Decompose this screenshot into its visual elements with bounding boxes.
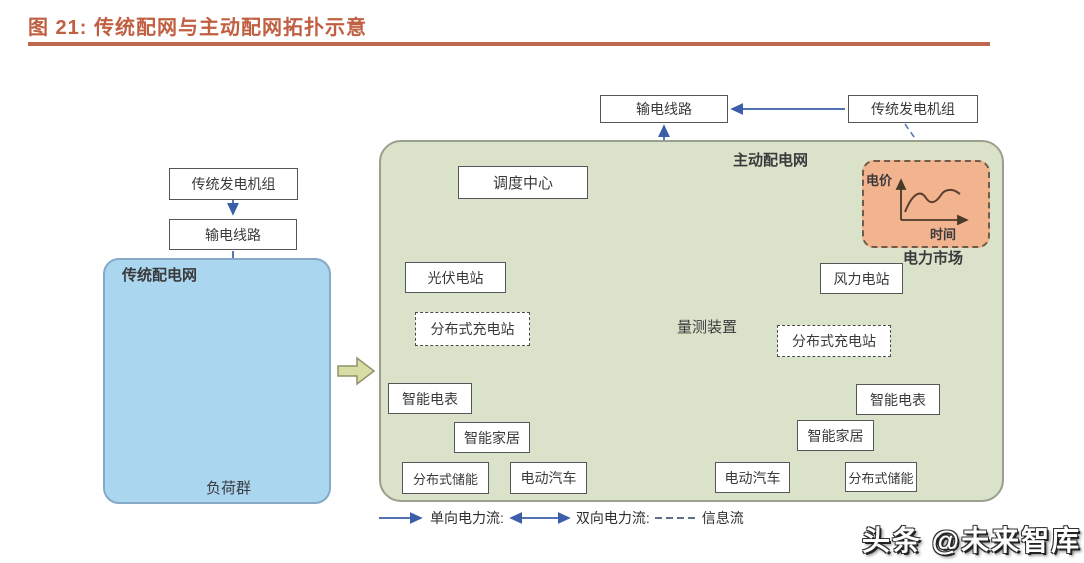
unidirectional-arrow-icon: [379, 512, 423, 524]
node-storage-right: 分布式储能: [845, 462, 917, 492]
traditional-grid-region: [103, 258, 331, 504]
legend: 单向电力流: 双向电力流: 信息流: [377, 508, 744, 528]
market-x-axis-label: 时间: [930, 227, 957, 242]
node-ev-left: 电动汽车: [510, 462, 587, 494]
node-pv-station: 光伏电站: [405, 262, 506, 293]
node-traditional-generator-right: 传统发电机组: [848, 95, 978, 123]
node-storage-left: 分布式储能: [402, 462, 489, 494]
market-y-axis-label: 电价: [866, 173, 893, 188]
node-transmission-line-top: 输电线路: [600, 95, 728, 123]
price-time-chart: [895, 178, 969, 226]
node-traditional-generator-left: 传统发电机组: [169, 168, 298, 200]
legend-unidirectional-label: 单向电力流:: [430, 510, 504, 526]
node-smart-meter-left: 智能电表: [388, 383, 472, 414]
node-smart-meter-right: 智能电表: [856, 384, 940, 415]
info-flow-line-icon: [654, 517, 697, 519]
market-label: 电力市场: [903, 250, 964, 267]
node-dispatch-center: 调度中心: [458, 166, 588, 199]
node-transmission-line-left: 输电线路: [169, 219, 297, 250]
traditional-region-title: 传统配电网: [122, 267, 198, 284]
watermark: 头条 @未来智库: [862, 525, 1082, 556]
title-underline: [28, 42, 990, 46]
node-charging-station-left: 分布式充电站: [415, 312, 530, 346]
bidirectional-arrow-icon: [509, 512, 571, 524]
measurement-device-label: 量测装置: [677, 319, 738, 336]
transition-arrow: [337, 356, 376, 386]
node-wind-station: 风力电站: [820, 263, 903, 294]
node-smart-home-left: 智能家居: [454, 422, 530, 453]
legend-bidirectional-label: 双向电力流:: [575, 510, 650, 526]
node-charging-station-right: 分布式充电站: [777, 325, 891, 357]
active-region-title: 主动配电网: [733, 152, 809, 169]
figure-title: 图 21: 传统配网与主动配网拓扑示意: [28, 17, 368, 39]
electricity-market-box: [862, 160, 990, 248]
legend-info-label: 信息流: [701, 510, 744, 526]
node-smart-home-right: 智能家居: [797, 420, 874, 451]
node-ev-right: 电动汽车: [715, 462, 790, 493]
load-group-label: 负荷群: [206, 480, 252, 497]
